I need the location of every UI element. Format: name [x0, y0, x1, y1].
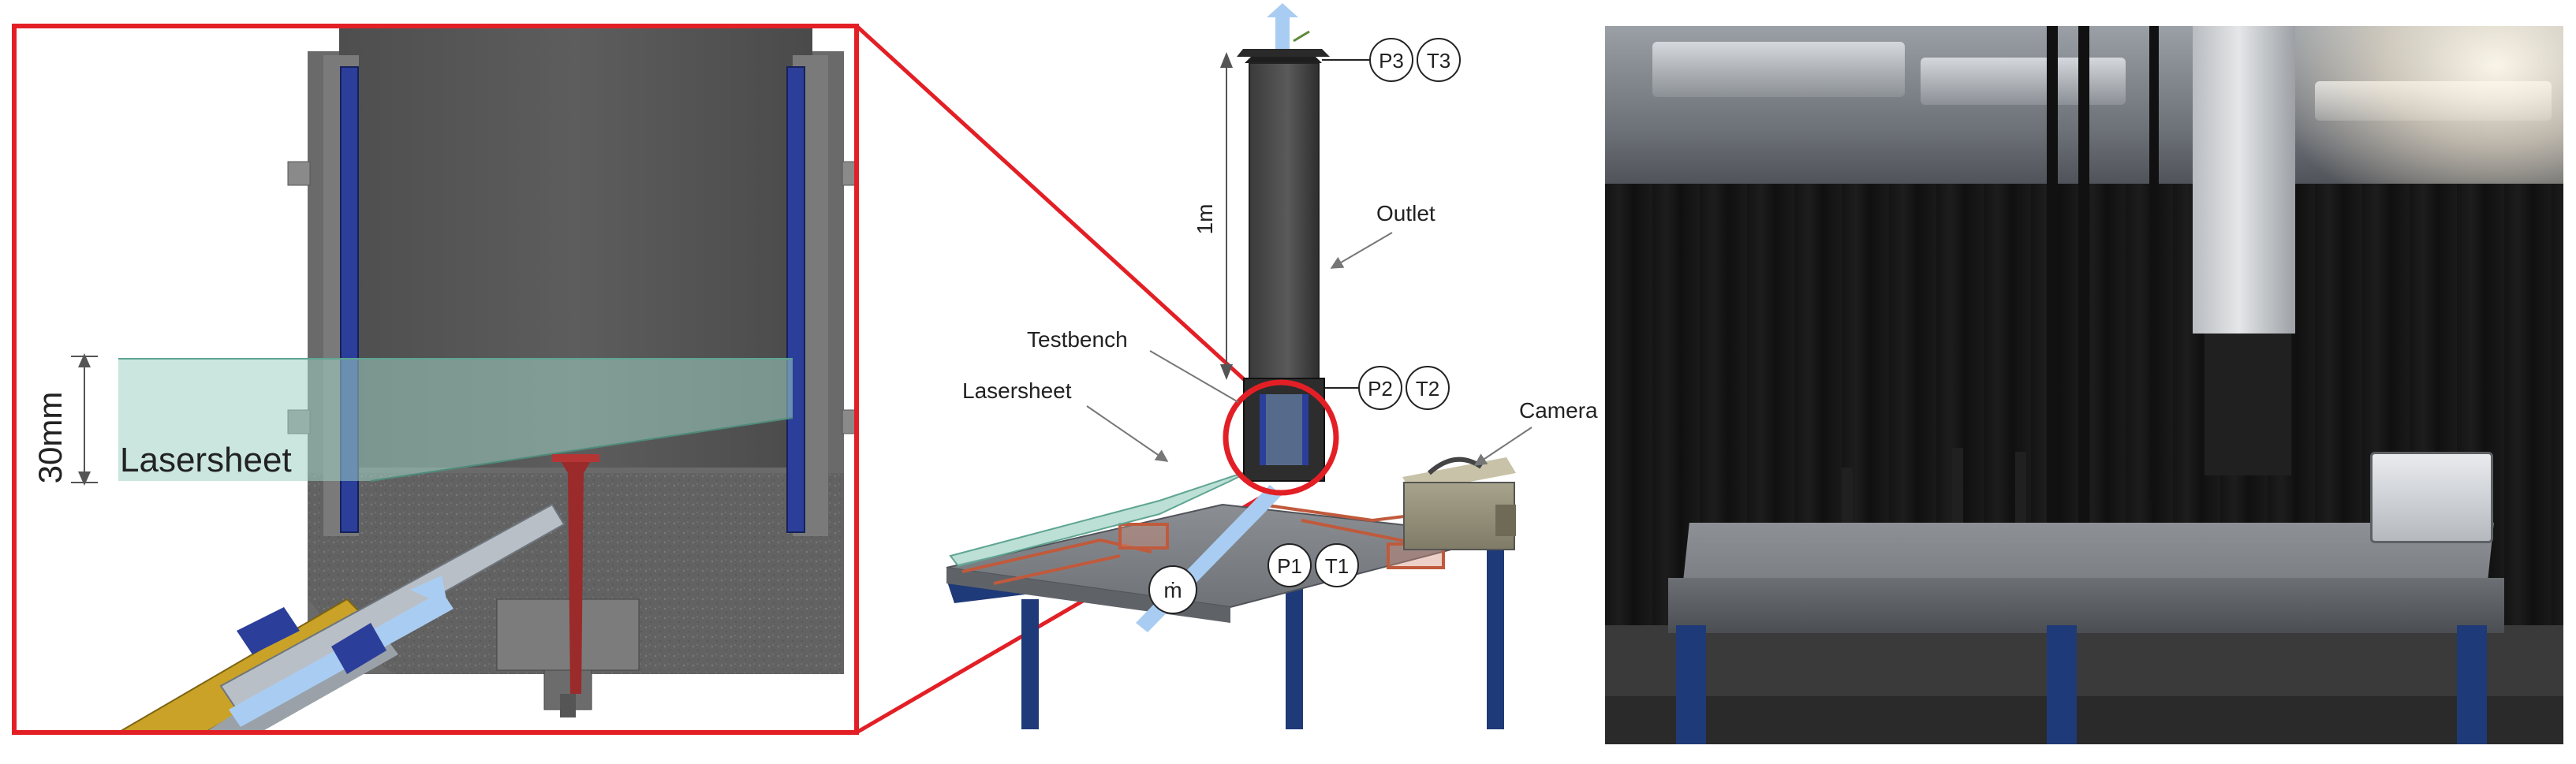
zoom-circle — [1223, 379, 1339, 496]
p3-label: P3 — [1379, 49, 1404, 73]
support-rail — [2047, 26, 2058, 570]
support-rail — [2078, 26, 2089, 570]
testbench-photo — [2205, 334, 2291, 475]
mdot-label: ṁ — [1163, 578, 1182, 602]
inset-panel: 30mm Lasersheet — [14, 26, 857, 732]
zoom-connector-top — [855, 24, 1264, 397]
mount — [1952, 448, 1963, 535]
lab-photo — [1605, 26, 2563, 744]
floor — [1605, 696, 2563, 744]
setup-cad: 1m Outlet Testbench Lasersheet Camera P3… — [946, 3, 1598, 729]
t1-label: T1 — [1325, 554, 1349, 578]
table-front — [1668, 578, 2504, 633]
table-leg — [1676, 625, 1706, 744]
inset-lasersheet-label: Lasersheet — [120, 441, 292, 479]
outlet-column — [1249, 62, 1320, 379]
camera — [1402, 457, 1516, 550]
inset-highlight-frame — [12, 24, 859, 735]
camera-label: Camera — [1519, 398, 1598, 423]
outlet-label: Outlet — [1376, 201, 1435, 225]
mount — [1842, 468, 1853, 531]
outlet-flow-arrow — [1267, 3, 1298, 49]
fuel-line — [117, 503, 566, 732]
p1-label: P1 — [1277, 554, 1302, 578]
inset-scale-label: 30mm — [32, 392, 69, 484]
injector — [558, 457, 593, 694]
t3-label: T3 — [1427, 49, 1450, 73]
air-duct — [1652, 42, 1905, 97]
t2-label: T2 — [1416, 377, 1439, 401]
laser-sheet — [949, 468, 1255, 568]
heater-rod-right — [786, 66, 805, 533]
mount — [2015, 452, 2026, 531]
testbench-label: Testbench — [1027, 327, 1128, 352]
p2-label: P2 — [1368, 377, 1393, 401]
camera-photo — [2370, 452, 2493, 543]
inset-laser-sheet — [118, 359, 793, 481]
lasersheet-label: Lasersheet — [962, 378, 1072, 403]
air-duct — [1921, 58, 2126, 105]
table-leg — [2047, 625, 2077, 744]
support-rail — [2149, 26, 2159, 499]
outlet-column-photo — [2193, 26, 2295, 334]
height-label: 1m — [1193, 204, 1217, 235]
table-leg — [2457, 625, 2487, 744]
